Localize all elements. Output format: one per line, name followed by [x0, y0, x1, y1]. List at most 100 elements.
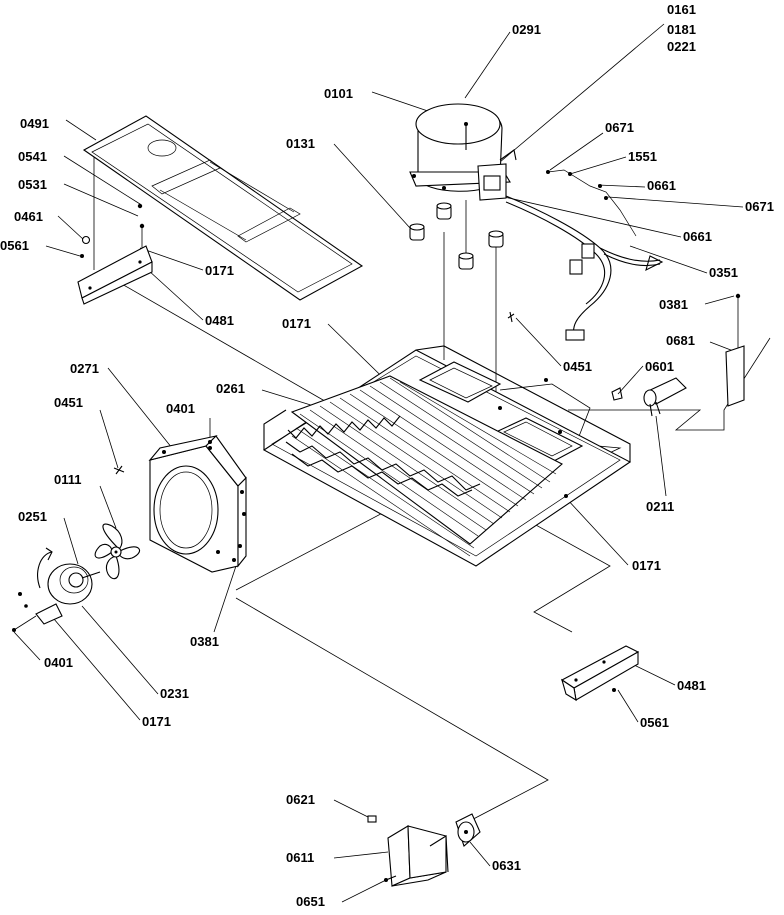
leader-0621 — [333, 799, 371, 819]
misc-screws — [24, 440, 236, 608]
screw-1551 — [568, 172, 572, 176]
callout-0681: 0681 — [666, 333, 695, 348]
callout-labels: 0161 0181 0221 0291 0101 0491 0131 0671 … — [0, 2, 774, 909]
leader-0381-bottom — [213, 559, 239, 633]
leader-0161 — [499, 23, 665, 163]
screw-0661 — [598, 184, 602, 188]
callout-1551: 1551 — [628, 149, 657, 164]
leader-1551 — [569, 156, 627, 175]
leader-0611 — [333, 851, 389, 859]
leader-0481-lower — [631, 663, 676, 686]
shroud-ring — [153, 465, 219, 555]
callout-0161: 0161 — [667, 2, 696, 17]
rear-bracket — [560, 645, 640, 702]
leader-0401-bottom — [13, 631, 41, 661]
callout-0291: 0291 — [512, 22, 541, 37]
leader-0231 — [81, 605, 159, 695]
leader-0661-right — [499, 195, 682, 238]
callout-0491: 0491 — [20, 116, 49, 131]
connector-2 — [569, 259, 583, 275]
callout-0531: 0531 — [18, 177, 47, 192]
clip-0451 — [507, 311, 515, 323]
screw-0561-right — [612, 688, 616, 692]
screw-0531 — [139, 223, 145, 229]
grommet-3 — [458, 252, 474, 270]
leader-0561-left — [45, 245, 81, 257]
leader-0631 — [469, 841, 491, 867]
leader-0251 — [63, 517, 79, 565]
assembly-line-drain — [235, 597, 549, 827]
callout-0601: 0601 — [645, 359, 674, 374]
leader-0261 — [261, 389, 315, 407]
screw-0401-top — [208, 440, 212, 444]
callout-0671-right: 0671 — [745, 199, 774, 214]
clip-0461 — [81, 235, 91, 245]
grommet-2 — [436, 202, 452, 220]
callout-0461: 0461 — [14, 209, 43, 224]
callout-0261: 0261 — [216, 381, 245, 396]
fan-blade — [94, 523, 141, 580]
callout-0221: 0221 — [667, 39, 696, 54]
compressor-pad — [418, 361, 502, 403]
bracket-0611 — [387, 825, 411, 887]
callout-0481-upper: 0481 — [205, 313, 234, 328]
leader-0671-top — [549, 132, 604, 171]
clip-0451-left — [113, 465, 125, 475]
compressor — [409, 103, 517, 201]
condenser-coil — [285, 375, 563, 557]
leader-0651 — [341, 879, 387, 903]
leader-0211 — [655, 415, 667, 497]
leader-0131 — [333, 143, 411, 229]
callout-0231: 0231 — [160, 686, 189, 701]
callout-0251: 0251 — [18, 509, 47, 524]
callout-0131: 0131 — [286, 136, 315, 151]
leader-0671-right — [607, 196, 744, 208]
motor-bracket-0231 — [35, 603, 63, 625]
wire-harness — [505, 169, 664, 341]
callout-0101: 0101 — [324, 86, 353, 101]
leader-0171-right — [565, 497, 629, 566]
leader-0461 — [57, 215, 85, 241]
leader-0451-right — [515, 317, 562, 367]
callout-0611: 0611 — [286, 850, 314, 865]
condenser-outline — [290, 375, 563, 545]
callout-0451-left: 0451 — [54, 395, 83, 410]
callout-0661-top: 0661 — [647, 178, 676, 193]
callout-0171-right: 0171 — [632, 558, 661, 573]
callout-0381-right: 0381 — [659, 297, 688, 312]
leader-0481-upper — [147, 269, 204, 321]
clip-0601 — [611, 387, 623, 401]
callout-0561-right: 0561 — [640, 715, 669, 730]
screw-0621 — [367, 815, 377, 823]
leader-0661-top — [597, 184, 646, 188]
callout-0171-bottom: 0171 — [142, 714, 171, 729]
screw-0541 — [137, 203, 143, 209]
screw-0381-bottom — [232, 558, 236, 562]
leader-0381-right — [704, 295, 735, 305]
leader-0111 — [99, 485, 117, 529]
grommet-1 — [409, 223, 425, 241]
drain-bracket — [367, 813, 481, 887]
leader-0541 — [63, 155, 141, 205]
callout-0111: 0111 — [54, 472, 82, 487]
bracket-0681 — [725, 345, 745, 407]
connector-1 — [581, 243, 595, 259]
callout-0651: 0651 — [296, 894, 325, 909]
callout-0401-bottom: 0401 — [44, 655, 73, 670]
callout-0621: 0621 — [286, 792, 315, 807]
left-bracket — [77, 203, 153, 305]
leader-0351 — [629, 245, 708, 274]
leader-0561-right — [617, 689, 639, 723]
leader-0531 — [63, 183, 139, 217]
leader-0271 — [107, 367, 173, 449]
callout-0271: 0271 — [70, 361, 99, 376]
motor-shaft — [81, 571, 101, 579]
fan-motor — [12, 547, 101, 632]
callout-0171-center: 0171 — [282, 316, 311, 331]
capacitor-assembly — [643, 293, 745, 417]
callout-0171-left: 0171 — [205, 263, 234, 278]
callout-0381-bottom: 0381 — [190, 634, 219, 649]
callout-0541: 0541 — [18, 149, 47, 164]
callout-0671-top: 0671 — [605, 120, 634, 135]
